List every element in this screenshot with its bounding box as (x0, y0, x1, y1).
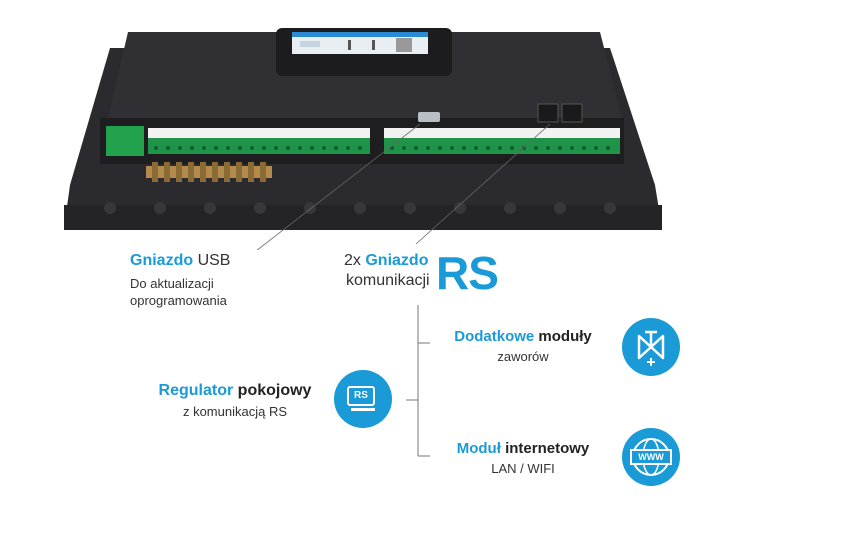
usb-label: Gniazdo USB Do aktualizacji oprogramowan… (130, 252, 230, 308)
usb-port (418, 112, 440, 122)
valve-icon (622, 318, 680, 376)
usb-title: Gniazdo USB (130, 252, 231, 269)
rs-title-line1: 2x Gniazdo (344, 252, 429, 269)
rs-socket-1 (537, 103, 559, 123)
globe-www-icon-text: WWW (638, 452, 664, 462)
valves-sub: zaworów (497, 349, 549, 364)
internet-label: Moduł internetowy LAN / WIFI (440, 440, 606, 476)
rs-regulator-icon: RS (334, 370, 392, 428)
usb-sub-line1: Do aktualizacji (130, 276, 214, 291)
rs-regulator-icon-text: RS (347, 386, 375, 406)
valves-label: Dodatkowe moduły zaworów (440, 328, 606, 364)
usb-leader-line (256, 123, 421, 250)
valves-title: Dodatkowe moduły (454, 328, 592, 345)
rs-leader-line (415, 123, 551, 245)
regulator-title: Regulator pokojowy (158, 382, 312, 399)
display-screen (292, 32, 428, 54)
controller-device (64, 28, 662, 250)
rs-label: 2x Gniazdo komunikacji RS (344, 247, 504, 299)
rs-big-label: RS (436, 247, 499, 299)
regulator-sub: z komunikacją RS (182, 404, 288, 419)
internet-title: Moduł internetowy (456, 440, 590, 457)
usb-sub-line2: oprogramowania (130, 293, 227, 308)
rs-title-line2: komunikacji (346, 272, 430, 289)
internet-sub: LAN / WIFI (491, 461, 555, 476)
power-terminal (106, 126, 144, 156)
regulator-label: Regulator pokojowy z komunikacją RS (150, 382, 320, 419)
globe-www-icon: WWW (622, 428, 680, 486)
rs-socket-2 (561, 103, 583, 123)
